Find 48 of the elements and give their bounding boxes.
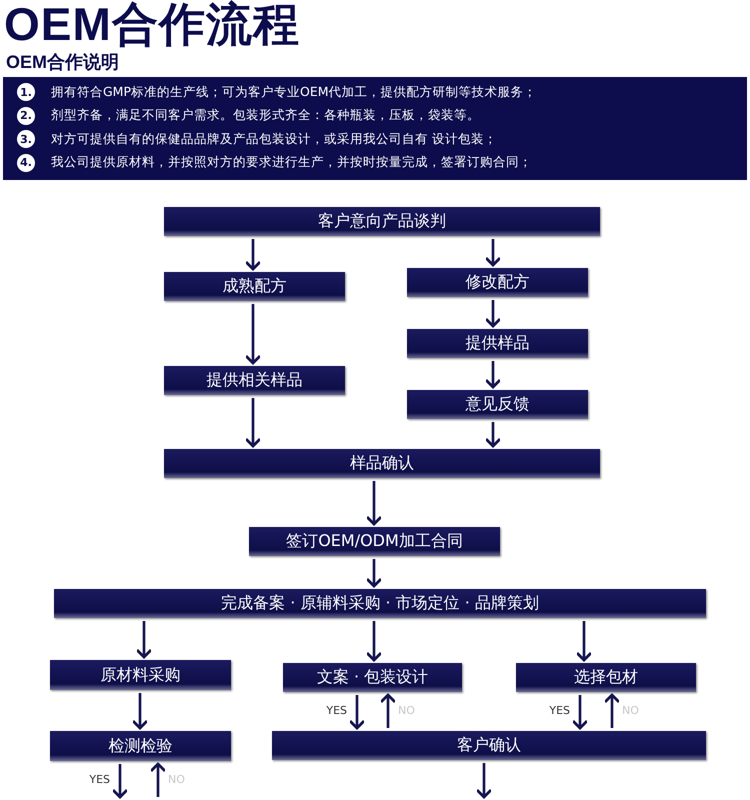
arrow (244, 239, 262, 270)
item-text: 对方可提供自有的保健品品牌及产品包装设计，或采用我公司自有 设计包装； (51, 130, 497, 148)
arrow (484, 300, 502, 328)
arrow (576, 621, 592, 662)
process-box: 客户意向产品谈判 (164, 207, 600, 236)
edge-label: YES (326, 704, 347, 716)
number-circle: 3. (17, 130, 35, 148)
process-box: 修改配方 (407, 268, 588, 297)
process-box: 检测检验 (50, 731, 231, 761)
arrow (380, 694, 396, 728)
arrow (484, 422, 502, 448)
arrow (366, 621, 382, 662)
item-text: 剂型齐备，满足不同客户需求。包装形式齐全：各种瓶装，压板，袋装等。 (51, 107, 480, 124)
subtitle: OEM合作说明 (6, 51, 120, 74)
arrow (484, 361, 502, 388)
item-text: 拥有符合GMP标准的生产线；可为客户专业OEM代加工，提供配方研制等技术服务； (51, 84, 537, 100)
arrow (366, 481, 382, 526)
process-box: 成熟配方 (164, 272, 345, 301)
process-box: 客户确认 (272, 731, 706, 760)
arrow (244, 398, 262, 448)
arrow (572, 695, 588, 730)
number-circle: 4. (17, 154, 35, 172)
process-box: 提供样品 (407, 329, 588, 358)
process-box: 选择包材 (516, 663, 696, 692)
arrow (136, 621, 152, 658)
arrow (366, 559, 382, 588)
process-box: 签订OEM/ODM加工合同 (249, 527, 500, 556)
arrow (244, 304, 262, 364)
process-box: 意见反馈 (407, 390, 588, 419)
arrow (132, 693, 148, 730)
process-box: 提供相关样品 (164, 366, 345, 395)
number-circle: 1. (17, 83, 35, 101)
item-text: 我公司提供原材料，并按照对方的要求进行生产，并按时按量完成，签署订购合同； (51, 154, 532, 171)
process-box: 完成备案 · 原辅料采购 · 市场定位 · 品牌策划 (54, 589, 706, 618)
info-panel (3, 77, 747, 180)
arrow (484, 239, 502, 266)
page-title: OEM合作流程 (4, 0, 300, 52)
arrow (348, 695, 366, 730)
arrow (604, 694, 620, 728)
process-box: 原材料采购 (50, 660, 231, 690)
edge-label: YES (89, 772, 110, 786)
number-circle: 2. (17, 106, 35, 124)
arrow (476, 763, 492, 798)
process-box: 文案 · 包装设计 (283, 663, 462, 692)
edge-label: YES (549, 704, 570, 716)
process-box: 样品确认 (164, 449, 600, 478)
arrow (112, 764, 128, 798)
arrow (150, 762, 166, 797)
